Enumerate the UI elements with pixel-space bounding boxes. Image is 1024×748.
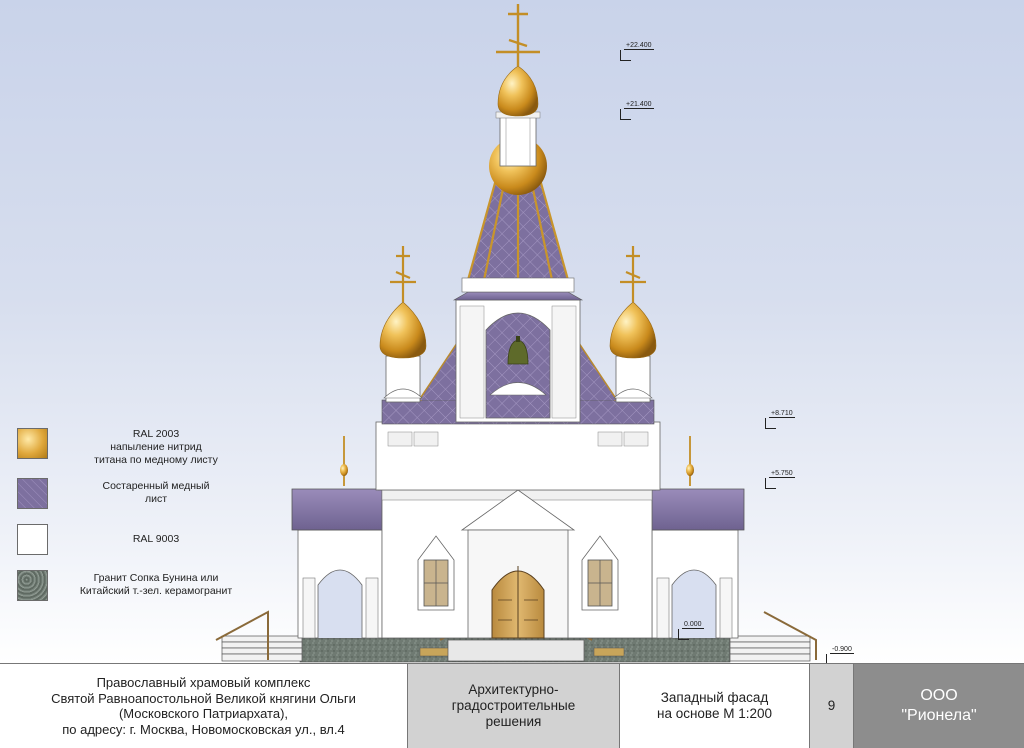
level-value: 0.000 xyxy=(682,621,704,629)
side-dome-right xyxy=(609,246,657,403)
legend-label-aged-copper: Состаренный медный лист xyxy=(102,480,210,505)
side-gallery-left xyxy=(291,488,383,639)
level-value: +22.400 xyxy=(624,42,654,50)
legend-swatch-white xyxy=(17,524,48,555)
sheet-name: Западный фасад на основе М 1:200 xyxy=(620,664,810,748)
company-name: ООО "Рионела" xyxy=(854,664,1024,748)
level-value: +8.710 xyxy=(769,410,795,418)
tent-spire xyxy=(461,4,575,293)
level-value: +5.750 xyxy=(769,470,795,478)
level-value: +21.400 xyxy=(624,101,654,109)
project-description: Православный храмовый комплекс Святой Ра… xyxy=(0,664,408,748)
church-facade-drawing xyxy=(215,4,817,663)
legend-label-gold: RAL 2003 напыление нитрид титана по медн… xyxy=(94,428,218,466)
drawing-sheet: RAL 2003 напыление нитрид титана по медн… xyxy=(0,0,1024,665)
legend-label-white: RAL 9003 xyxy=(132,533,180,545)
legend-swatch-gold xyxy=(17,428,48,459)
section-name: Архитектурно- градостроительные решения xyxy=(408,664,620,748)
gallery-finials xyxy=(340,436,694,486)
legend-label-granite: Гранит Сопка Бунина или Китайский т.-зел… xyxy=(79,572,233,597)
legend-swatch-granite xyxy=(17,570,48,601)
side-dome-left xyxy=(379,246,427,403)
title-block: Православный храмовый комплекс Святой Ра… xyxy=(0,663,1024,748)
level-value: -0.900 xyxy=(830,646,854,654)
legend-swatch-aged-copper xyxy=(17,478,48,509)
side-gallery-right xyxy=(651,488,745,639)
bell-tower xyxy=(452,291,584,423)
sheet-number: 9 xyxy=(810,664,854,748)
